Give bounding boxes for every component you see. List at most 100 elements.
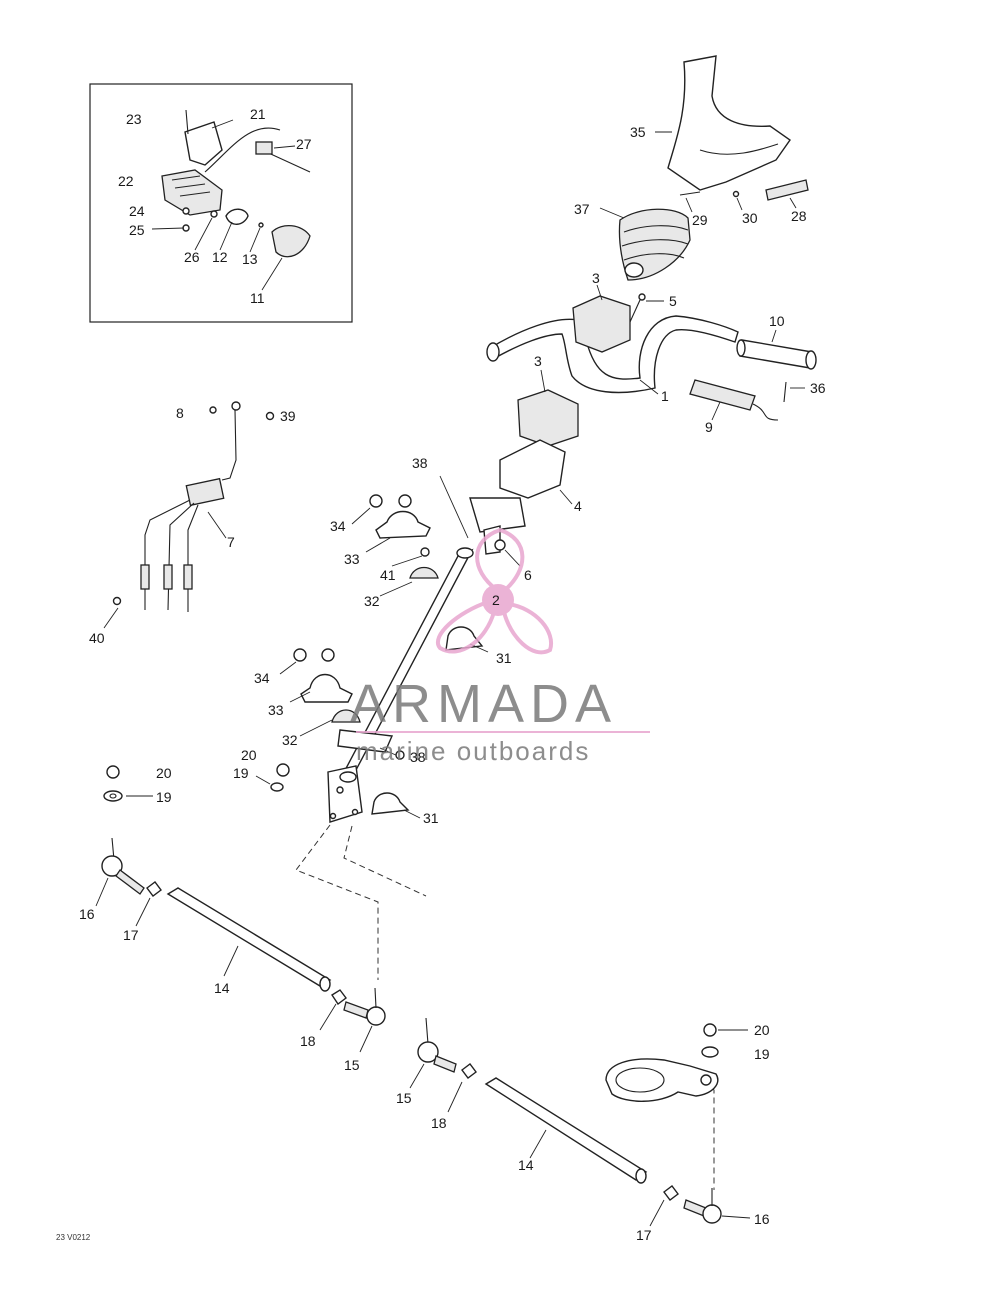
steering-boot xyxy=(618,208,691,281)
callout-6: 6 xyxy=(524,567,532,583)
lower-bushing-group xyxy=(279,648,421,819)
callout-31-lower: 31 xyxy=(423,810,439,826)
callout-19-left: 19 xyxy=(156,789,172,805)
cover-11 xyxy=(271,225,311,258)
upper-bushing xyxy=(409,566,439,579)
callout-3-lower: 3 xyxy=(534,353,542,369)
callout-12: 12 xyxy=(212,249,228,265)
callout-29: 29 xyxy=(692,212,708,228)
grips xyxy=(689,329,817,421)
throttle-lever xyxy=(184,121,223,166)
propeller-blade-right xyxy=(501,601,554,655)
linkage-dashed-lines xyxy=(295,824,715,1190)
propeller-hub xyxy=(482,584,514,616)
propeller-logo xyxy=(436,527,554,655)
inset-detail xyxy=(89,83,353,323)
callout-30: 30 xyxy=(742,210,758,226)
callout-27: 27 xyxy=(296,136,312,152)
ball-joint-15 xyxy=(366,1006,386,1026)
steering-arm xyxy=(605,1058,719,1102)
nuts-washers xyxy=(103,763,748,1058)
column-lower-flange xyxy=(337,729,394,753)
handlebar-bracket xyxy=(499,439,566,499)
upper-bushing-group xyxy=(351,494,489,653)
callout-20-left: 20 xyxy=(156,765,172,781)
right-grip xyxy=(739,339,813,369)
callout-5: 5 xyxy=(669,293,677,309)
steering-column xyxy=(327,475,526,823)
tie-rod-14b xyxy=(484,1077,648,1181)
callout-9: 9 xyxy=(705,419,713,435)
callout-25: 25 xyxy=(129,222,145,238)
propeller-blade-top xyxy=(475,527,525,592)
lower-clamp xyxy=(517,389,579,447)
handlebar xyxy=(489,315,739,394)
callout-26: 26 xyxy=(184,249,200,265)
callout-32-lower: 32 xyxy=(282,732,298,748)
callout-23: 23 xyxy=(126,111,142,127)
callout-16-left: 16 xyxy=(79,906,95,922)
callout-19-right: 19 xyxy=(754,1046,770,1062)
watermark-tagline: marine outboards xyxy=(356,736,590,766)
callout-21: 21 xyxy=(250,106,266,122)
tie-rod-14 xyxy=(166,887,332,987)
cover-assembly xyxy=(599,55,809,281)
callout-7: 7 xyxy=(227,534,235,550)
cable-junction-box xyxy=(185,477,225,507)
callout-36: 36 xyxy=(810,380,826,396)
callout-20-mid: 20 xyxy=(241,747,257,763)
choke-cable-assembly xyxy=(103,401,275,629)
callout-15-left: 15 xyxy=(344,1057,360,1073)
callout-11: 11 xyxy=(250,290,265,306)
callout-41: 41 xyxy=(380,567,396,583)
callout-19-mid: 19 xyxy=(233,765,249,781)
column-top-plate xyxy=(469,497,526,533)
callout-31-upper: 31 xyxy=(496,650,512,666)
ball-joint-16 xyxy=(101,855,123,877)
callout-8: 8 xyxy=(176,405,184,421)
upper-support-bracket xyxy=(375,510,431,539)
upper-clamp xyxy=(572,295,631,353)
inset-frame xyxy=(89,83,353,323)
callout-34-upper: 34 xyxy=(330,518,346,534)
callout-16-right: 16 xyxy=(754,1211,770,1227)
callout-38-lower: 38 xyxy=(410,749,426,765)
callout-17-right: 17 xyxy=(636,1227,652,1243)
callout-1: 1 xyxy=(661,388,669,404)
grip-28 xyxy=(765,179,809,201)
callout-18-left: 18 xyxy=(300,1033,316,1049)
callout-labels: 1 2 3 3 4 5 6 7 8 9 10 11 12 13 14 14 15… xyxy=(56,106,826,1243)
callout-24: 24 xyxy=(129,203,145,219)
steering-arm-bracket xyxy=(605,1058,719,1102)
callout-2: 2 xyxy=(492,592,500,608)
callout-17-left: 17 xyxy=(123,927,139,943)
grip-pin xyxy=(783,381,787,403)
lower-support-bracket xyxy=(300,673,353,703)
callout-35: 35 xyxy=(630,124,646,140)
lower-bushing xyxy=(331,709,361,723)
callout-15-right: 15 xyxy=(396,1090,412,1106)
propeller-blade-left xyxy=(436,599,497,654)
ball-joint-15b xyxy=(417,1041,439,1063)
heated-grip xyxy=(689,379,756,411)
handlebar-cover xyxy=(667,55,791,191)
callout-22: 22 xyxy=(118,173,134,189)
callout-20-right: 20 xyxy=(754,1022,770,1038)
callout-4: 4 xyxy=(574,498,582,514)
callout-14-right: 14 xyxy=(518,1157,534,1173)
callout-14-left: 14 xyxy=(214,980,230,996)
figure-code: 23 V0212 xyxy=(56,1233,91,1242)
callout-13: 13 xyxy=(242,251,258,267)
grommet-12 xyxy=(225,208,249,225)
callout-18-right: 18 xyxy=(431,1115,447,1131)
handlebar-assembly xyxy=(486,284,739,505)
callout-28: 28 xyxy=(791,208,807,224)
throttle-cable-end xyxy=(255,141,273,155)
callout-32-upper: 32 xyxy=(364,593,380,609)
callout-40: 40 xyxy=(89,630,105,646)
callout-37: 37 xyxy=(574,201,590,217)
callout-33-upper: 33 xyxy=(344,551,360,567)
callout-38-upper: 38 xyxy=(412,455,428,471)
